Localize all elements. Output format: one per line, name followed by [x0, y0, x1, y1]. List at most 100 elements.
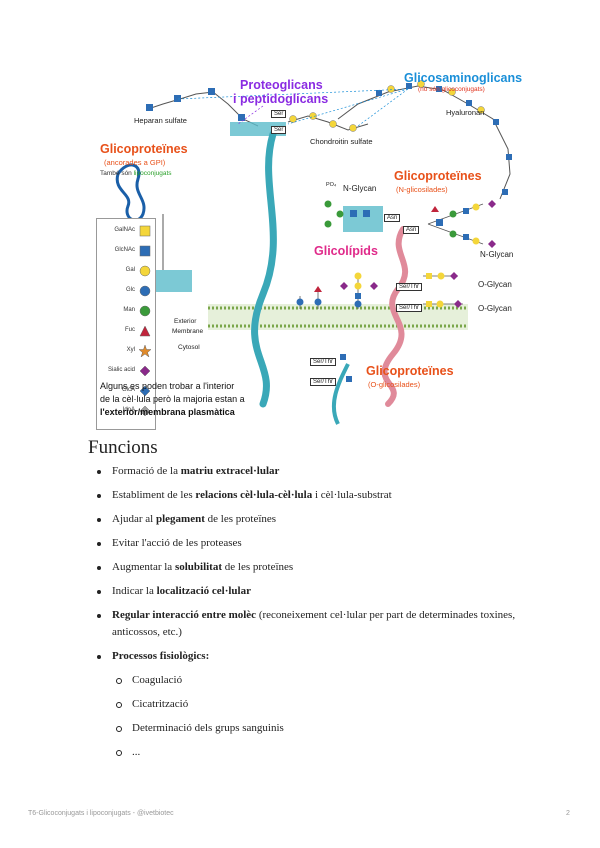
ser-box-2: Ser: [271, 126, 287, 134]
legend-label: Man: [123, 307, 135, 313]
function-item: Indicar la localització cel·lular: [88, 583, 518, 600]
item-text: Formació de la: [112, 465, 181, 477]
o-glycoprotein-title: Glicoproteïnes: [366, 364, 454, 378]
function-item: Ajudar al plegament de les proteïnes: [88, 511, 518, 528]
membrane-label: Membrane: [172, 328, 204, 335]
item-text: Evitar l'acció de les proteases: [112, 537, 242, 549]
figure-caption: Alguns es poden trobar a l'interior de l…: [100, 380, 245, 419]
n-glycan-label-left: N-Glycan: [343, 184, 377, 193]
item-text: i cèl·lula-substrat: [312, 489, 392, 501]
legend-symbol-icon: [139, 305, 151, 317]
glicosaminoglicans-note: (no són glicoconjugats): [418, 86, 485, 93]
ser-thr-box-4: Ser/Thr: [310, 378, 337, 386]
proteoglicans-title: Proteoglicans: [240, 78, 323, 92]
chondroitin-label: Chondroitin sulfate: [310, 137, 373, 146]
item-text: Establiment de les: [112, 489, 196, 501]
legend-label: Gal: [125, 267, 135, 273]
footer-page-number: 2: [566, 810, 570, 817]
asn-box-1: Asn: [384, 214, 401, 222]
subitem: Determinació dels grups sanguinis: [112, 720, 518, 737]
ser-thr-box-1: Ser/Thr: [396, 283, 423, 291]
item-text: de les proteïnes: [222, 561, 294, 573]
footer-left: T6-Glicoconjugats i lipoconjugats - @ive…: [28, 810, 174, 817]
hyaluronan-chain: [337, 85, 511, 200]
legend-symbol-icon: [139, 345, 151, 357]
caption-line-1: Alguns es poden trobar a l'interior: [100, 381, 235, 391]
subitem: Coagulació: [112, 672, 518, 689]
glycolipid-structures: [296, 272, 378, 309]
exterior-label: Exterior: [174, 318, 197, 325]
legend-label: Glc: [126, 287, 135, 293]
legend-symbol-icon: [139, 285, 151, 297]
function-item: Establiment de les relacions cèl·lula-cè…: [88, 487, 518, 504]
item-bold-text: Processos fisiològics:: [112, 650, 210, 662]
membrane-bilayer: [208, 304, 468, 330]
function-item: Regular interacció entre molèc (reconeix…: [88, 607, 518, 641]
legend-symbol-icon: [139, 365, 151, 377]
caption-line-2: de la cèl·lula però la majoria estan a: [100, 394, 245, 404]
caption-line-3: l'exterior/membrana plasmàtica: [100, 407, 235, 417]
legend-symbol-icon: [139, 245, 151, 257]
item-bold-text: matriu extracel·lular: [180, 465, 280, 477]
n-glycan-label-right: N-Glycan: [480, 250, 514, 259]
ser-box-1: Ser: [271, 110, 287, 118]
gpi-glycoprotein-title: Glicoproteïnes: [100, 142, 188, 156]
item-text: Ajudar al: [112, 513, 156, 525]
figure-drawing: [115, 80, 512, 425]
legend-symbol-icon: [139, 225, 151, 237]
gpi-note: (ancorades a GPI): [104, 158, 166, 167]
function-item: Evitar l'acció de les proteases: [88, 535, 518, 552]
section-title: Funcions: [88, 437, 158, 458]
legend-symbol-icon: [139, 265, 151, 277]
asn-box-2: Asn: [403, 226, 420, 234]
item-bold-text: plegament: [155, 513, 205, 525]
legend-label: Xyl: [126, 347, 135, 353]
function-item: Formació de la matriu extracel·lular: [88, 463, 518, 480]
item-text: Augmentar la: [112, 561, 175, 573]
item-text: Indicar la: [112, 585, 157, 597]
o-glycan-label-2: O-Glycan: [478, 304, 512, 313]
glycoconjugates-figure: Heparan sulfate Hyaluronan Chondroitin s…: [88, 64, 522, 430]
legend-label: GlcNAc: [114, 247, 135, 253]
legend-label: GalNAc: [114, 227, 135, 233]
n-glycoprotein-note: (N-glicosilades): [396, 185, 448, 194]
ser-thr-box-3: Ser/Thr: [310, 358, 337, 366]
legend-label: GlcA: [121, 387, 135, 393]
glicosaminoglicans-title: Glicosaminoglicans: [404, 71, 523, 85]
subitem: ...: [112, 744, 518, 761]
hyaluronan-label: Hyaluronan: [446, 108, 485, 117]
n-glycoprotein-title: Glicoproteïnes: [394, 169, 482, 183]
item-bold-text: relacions cèl·lula-cèl·lula: [195, 489, 313, 501]
o-glycan-label-1: O-Glycan: [478, 280, 512, 289]
function-item: Augmentar la solubilitat de les proteïne…: [88, 559, 518, 576]
legend-label: Fuc: [124, 327, 135, 333]
item-bold-text: solubilitat: [174, 561, 223, 573]
gpi-lipo-note: També són lipoconjugats: [100, 170, 172, 177]
n-glycoprotein: [381, 226, 409, 407]
legend-symbol-icon: [139, 325, 151, 337]
item-text: de les proteïnes: [204, 513, 277, 525]
legend-symbol-icon: [139, 385, 151, 397]
po4-label: PO₄: [326, 182, 337, 188]
peptidoglicans-title: i peptidoglicans: [233, 92, 329, 106]
o-glycans: [423, 272, 463, 308]
subitem: Cicatrització: [112, 696, 518, 713]
n-glycan-box: [343, 206, 383, 232]
gpi-protein: [115, 163, 146, 222]
item-bold-text: localització cel·lular: [156, 585, 251, 597]
heparan-label: Heparan sulfate: [134, 116, 187, 125]
ser-thr-box-2: Ser/Thr: [396, 304, 423, 312]
legend-label: Sialic acid: [107, 367, 135, 373]
glicolipids-title: Glicolípids: [314, 244, 378, 258]
item-bold-text: Regular interacció entre molèc: [112, 609, 257, 621]
n-glycan-tree-right: [427, 200, 496, 248]
cytosol-o-glycan: [331, 354, 352, 425]
legend-symbol-icon: [139, 405, 151, 417]
cytosol-label: Cytosol: [178, 344, 200, 351]
legend-label: IdoA: [122, 407, 135, 413]
proteoglycan-core-protein: [251, 130, 277, 408]
